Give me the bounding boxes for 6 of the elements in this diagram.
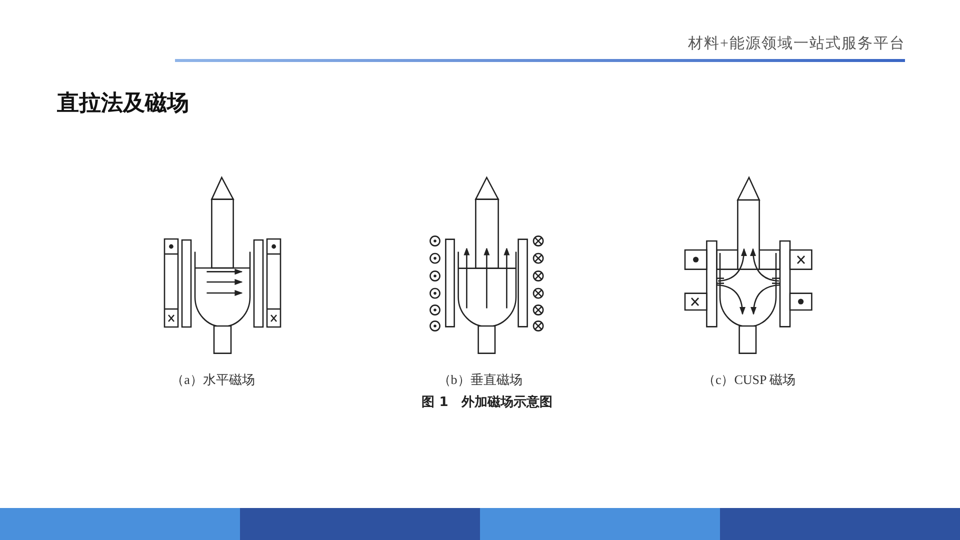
subfigure-label: （c）CUSP 磁场	[702, 372, 796, 388]
slide-title: 直拉法及磁场	[57, 91, 189, 118]
subfigure-label: （a）水平磁场	[171, 372, 255, 388]
tagline-text: 材料+能源领域一站式服务平台	[688, 35, 906, 53]
figure-caption: 图 1 外加磁场示意图	[422, 395, 552, 411]
subfigure-label: （b）垂直磁场	[438, 372, 522, 388]
